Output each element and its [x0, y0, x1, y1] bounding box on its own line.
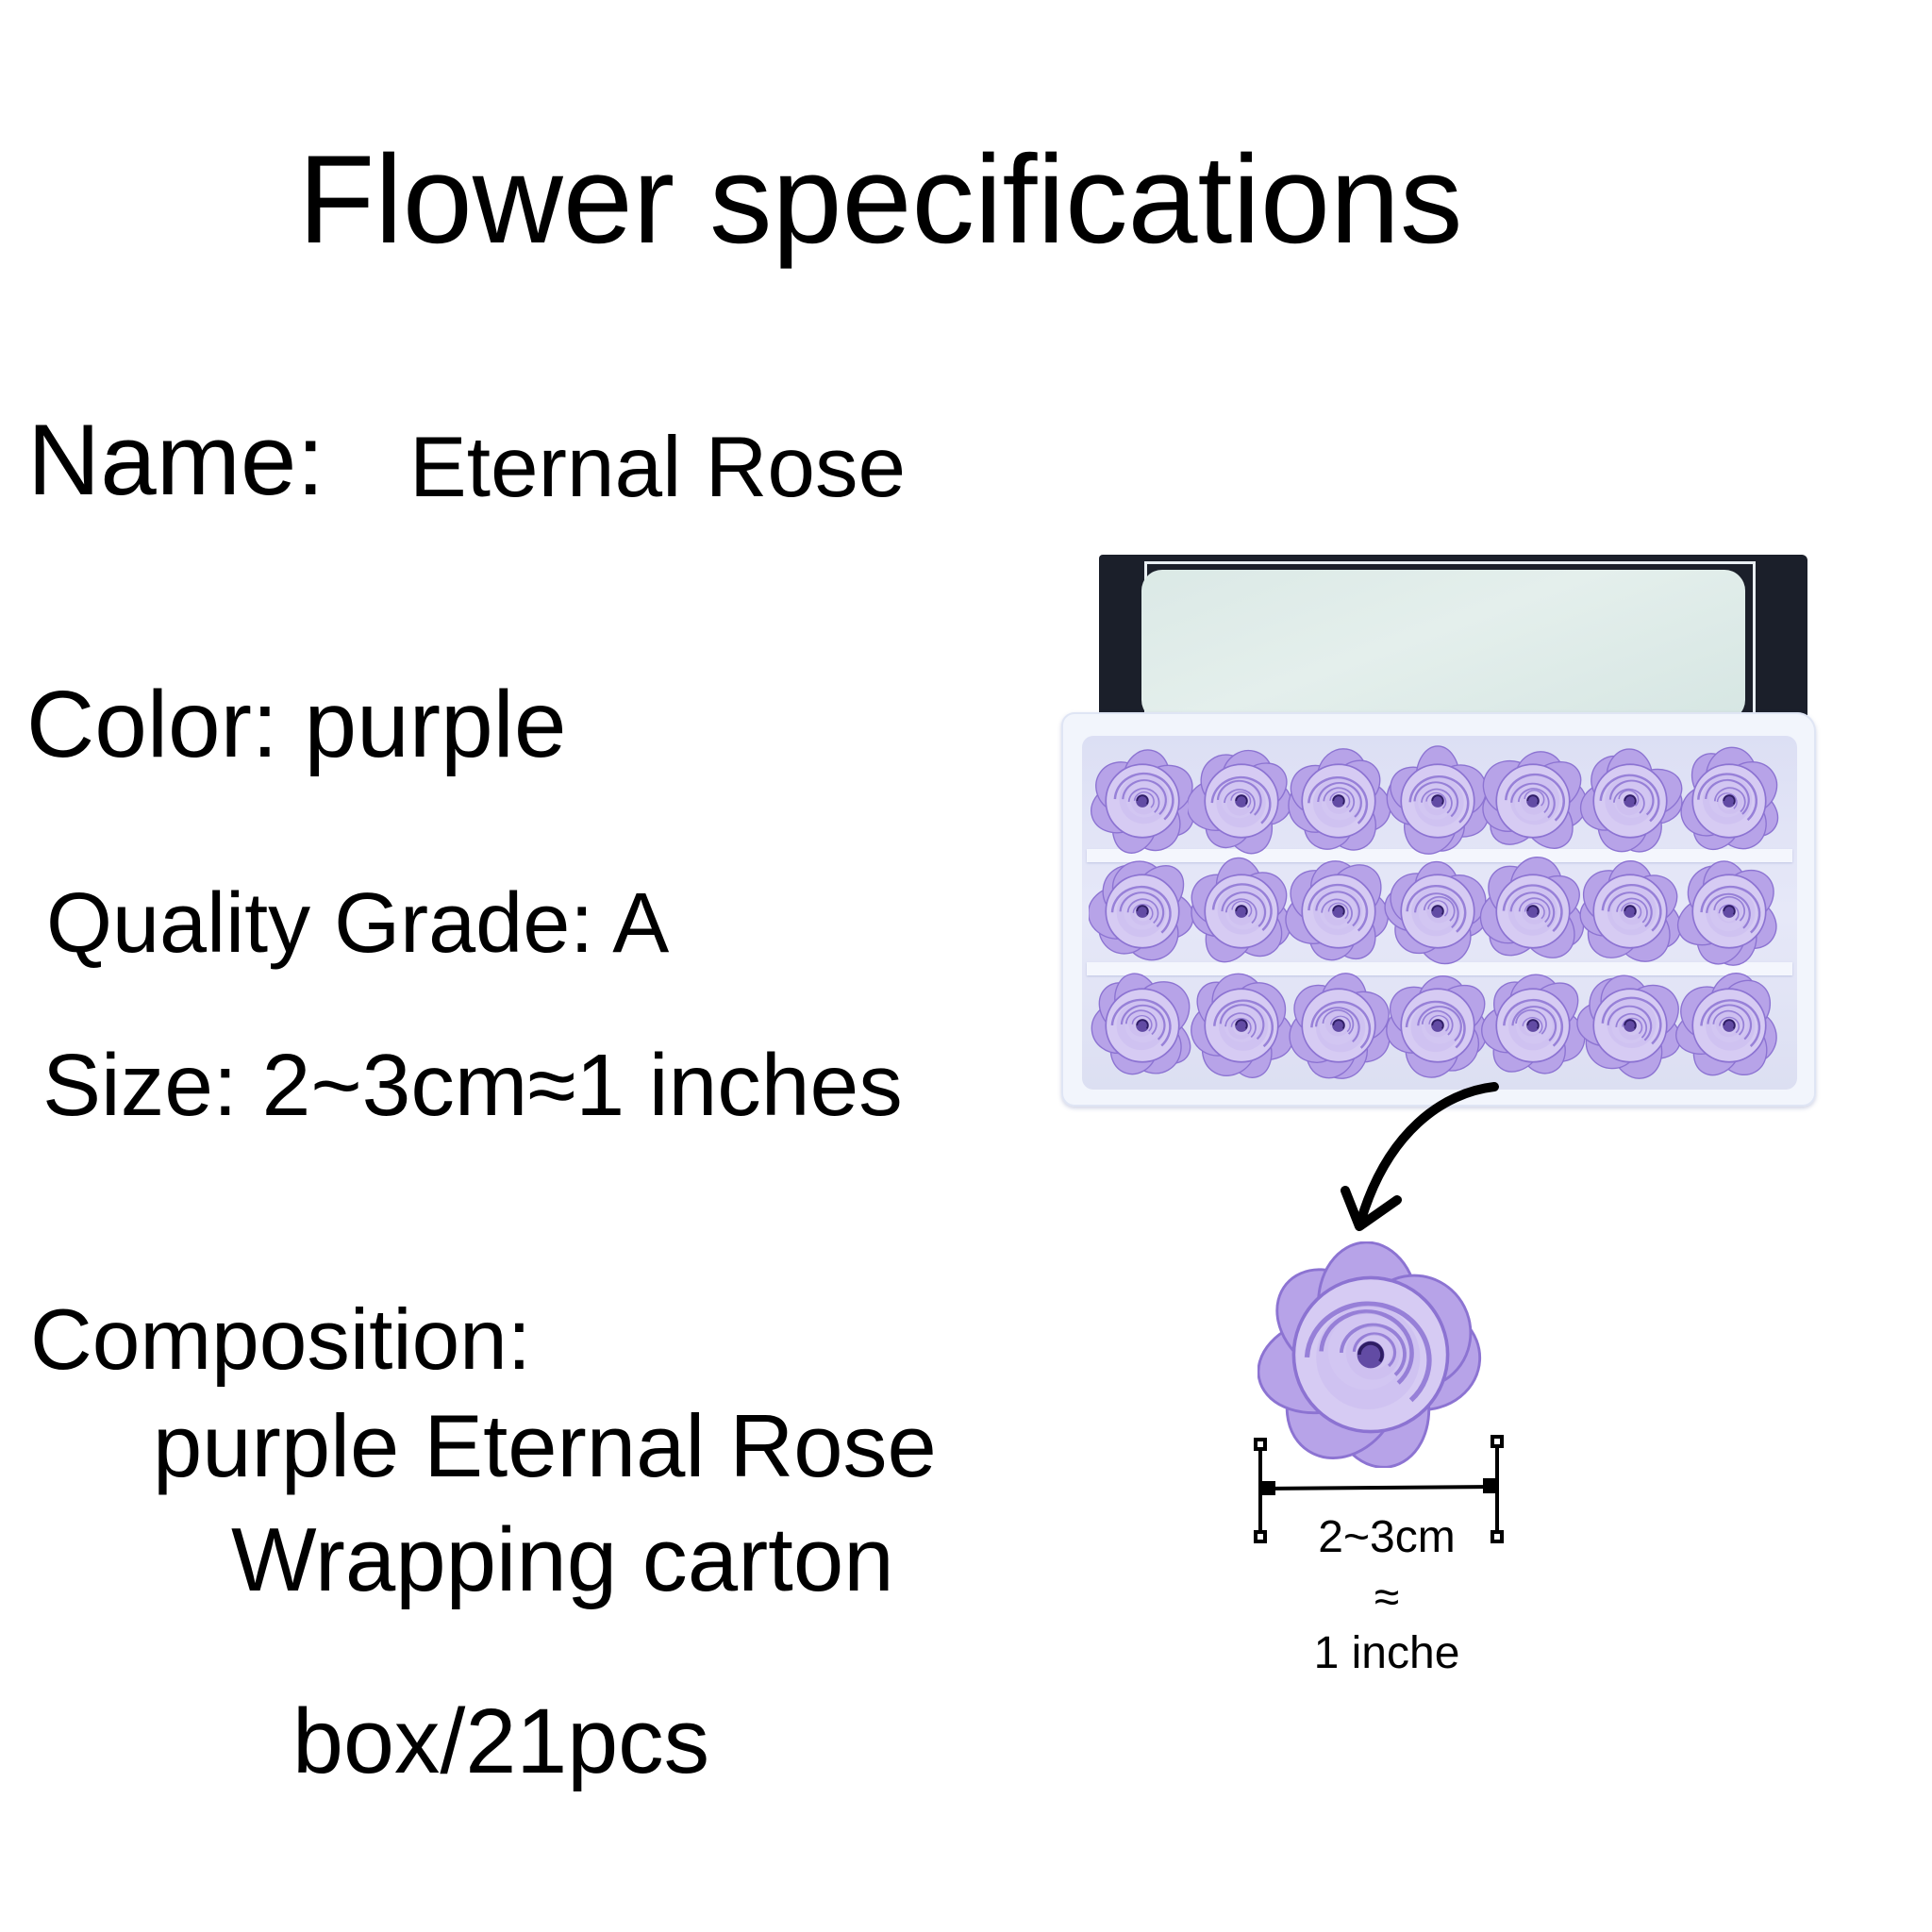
spec-color: Color: purple: [26, 672, 567, 777]
spec-size: Size: 2~3cm≈1 inches: [42, 1036, 903, 1134]
gift-box-window: [1141, 570, 1745, 721]
tray-divider: [1087, 962, 1792, 975]
page-title: Flower specifications: [298, 130, 1463, 270]
spec-composition-label: Composition:: [30, 1292, 532, 1388]
rose-in-tray: [1188, 745, 1295, 857]
tray-divider: [1087, 849, 1792, 862]
rose-in-tray: [1188, 856, 1295, 967]
rose-in-tray: [1384, 856, 1491, 967]
rose-in-tray: [1285, 970, 1392, 1081]
rose-in-tray: [1576, 745, 1684, 857]
dimension-measure-label: 2~3cm: [1318, 1512, 1456, 1562]
rose-in-tray: [1285, 745, 1392, 857]
rose-in-tray: [1675, 856, 1783, 967]
spec-packaging: box/21pcs: [292, 1690, 710, 1792]
rose-in-tray: [1089, 856, 1196, 967]
rose-in-tray: [1576, 856, 1684, 967]
rose-in-tray: [1479, 970, 1587, 1081]
composition-item: purple Eternal Rose: [153, 1396, 937, 1495]
rose-in-tray: [1675, 970, 1783, 1081]
dimension-marker-icon: [1254, 1435, 1504, 1543]
rose-in-tray: [1576, 970, 1684, 1081]
rose-in-tray: [1479, 745, 1587, 857]
rose-in-tray: [1285, 856, 1392, 967]
spec-name-value: Eternal Rose: [409, 420, 907, 515]
rose-in-tray: [1479, 856, 1587, 967]
curved-arrow-icon: [1341, 1082, 1499, 1231]
single-rose-image: [1257, 1241, 1484, 1468]
rose-in-tray: [1675, 745, 1783, 857]
rose-in-tray: [1384, 970, 1491, 1081]
rose-in-tray: [1089, 970, 1196, 1081]
dimension-approx-symbol: ≈: [1374, 1573, 1400, 1623]
rose-in-tray: [1089, 745, 1196, 857]
spec-name-label: Name:: [27, 403, 325, 516]
rose-in-tray: [1188, 970, 1295, 1081]
spec-quality-grade: Quality Grade: A: [46, 876, 670, 971]
dimension-inch-label: 1 inche: [1313, 1628, 1460, 1678]
composition-item: Wrapping carton: [231, 1509, 894, 1610]
rose-in-tray: [1384, 745, 1491, 857]
